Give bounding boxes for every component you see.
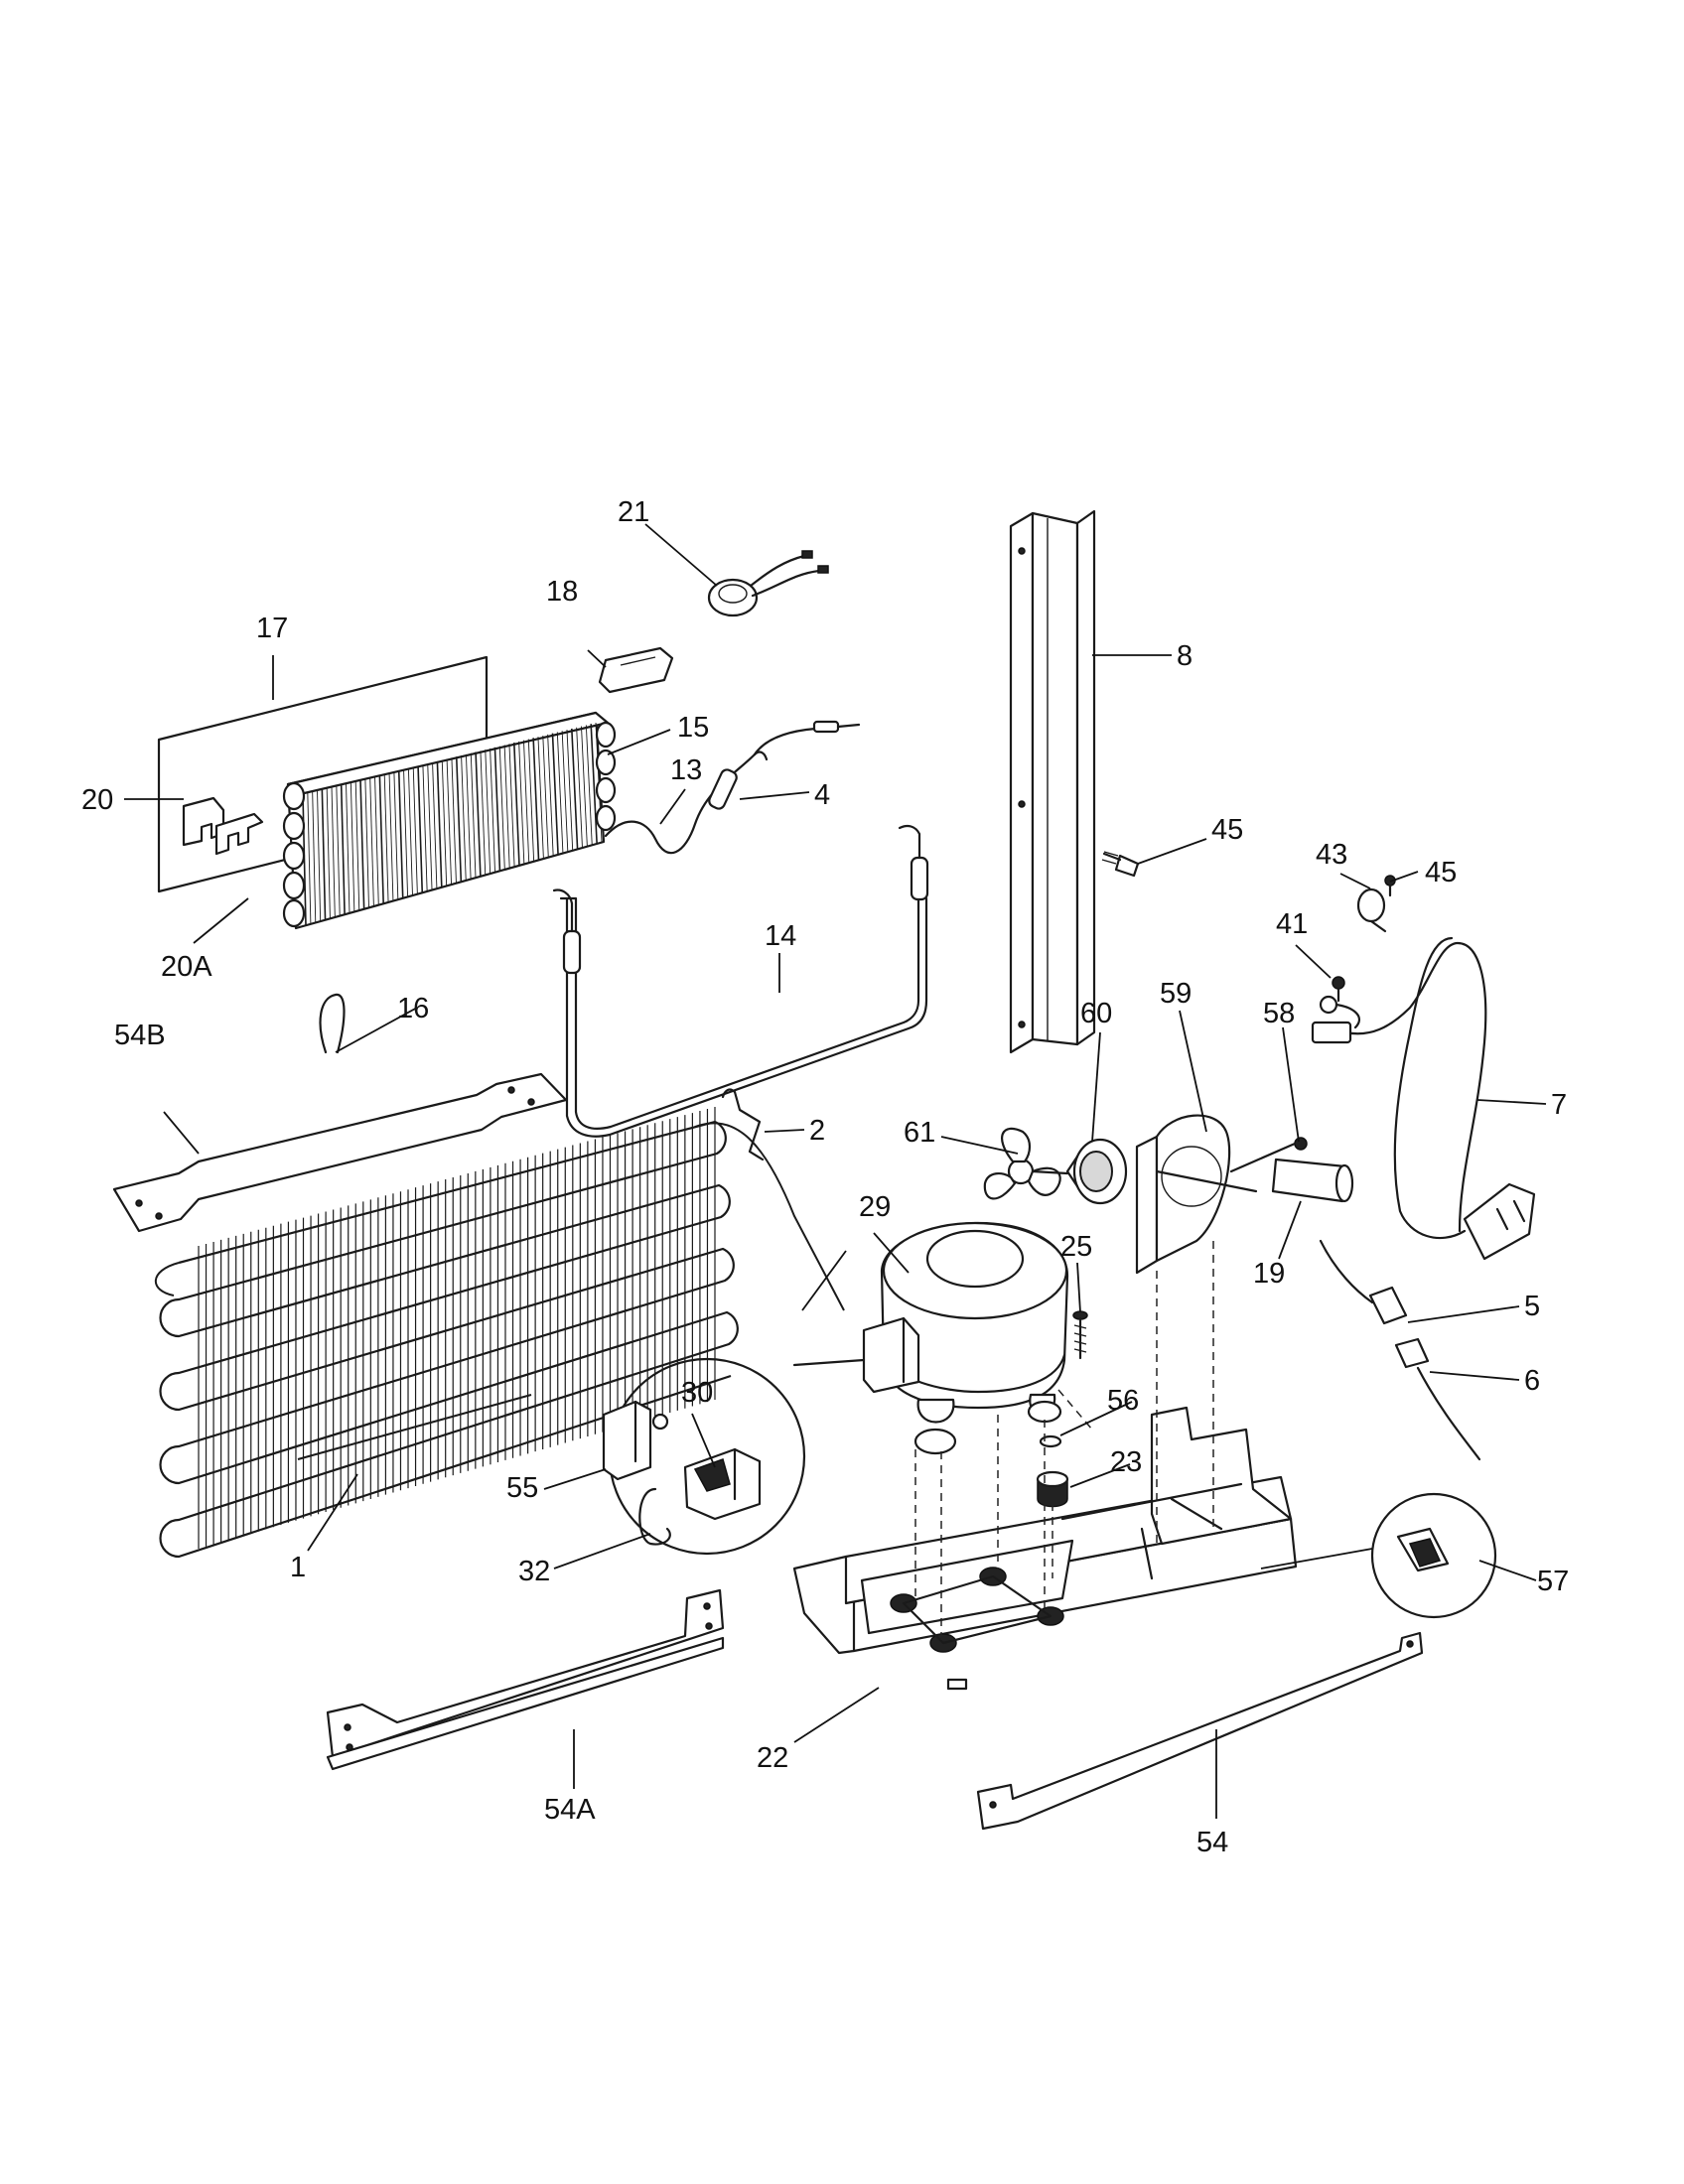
callout-6: 6 <box>1524 1365 1540 1397</box>
power-cord <box>1311 936 1536 1261</box>
callout-32: 32 <box>518 1556 550 1587</box>
base-pan <box>792 1406 1298 1691</box>
callout-8: 8 <box>1177 640 1193 672</box>
callout-41: 41 <box>1276 908 1308 940</box>
callout-55: 55 <box>506 1472 538 1504</box>
harness-connector-male <box>1394 1337 1481 1461</box>
callout-54B: 54B <box>114 1020 166 1051</box>
ground-screw <box>1332 976 1345 1003</box>
callout-1: 1 <box>290 1552 306 1583</box>
callout-20: 20 <box>81 784 113 816</box>
callout-23: 23 <box>1110 1446 1142 1478</box>
evaporator-coil <box>282 711 617 930</box>
callout-54: 54 <box>1196 1827 1228 1858</box>
callout-15: 15 <box>677 712 709 744</box>
evaporator-clip <box>182 796 225 847</box>
callout-19: 19 <box>1253 1258 1285 1290</box>
callout-5: 5 <box>1524 1291 1540 1322</box>
callout-30: 30 <box>681 1377 713 1409</box>
callout-45-lower: 45 <box>1211 814 1243 846</box>
evaporator-clip-small <box>214 812 264 856</box>
tube-clip <box>319 993 346 1054</box>
callout-60: 60 <box>1080 998 1112 1029</box>
callout-7: 7 <box>1551 1089 1567 1121</box>
callout-2: 2 <box>809 1115 825 1147</box>
leveling-leg-detail <box>1260 1492 1497 1619</box>
callout-20A: 20A <box>161 951 212 983</box>
lower-left-brace <box>326 1588 725 1771</box>
callout-58: 58 <box>1263 998 1295 1029</box>
callout-43: 43 <box>1316 839 1347 871</box>
lower-right-brace <box>976 1631 1424 1831</box>
callout-13: 13 <box>670 754 702 786</box>
vertical-channel-bracket <box>1009 509 1096 1054</box>
harness-connector-female <box>1319 1239 1408 1325</box>
callout-56: 56 <box>1107 1385 1139 1417</box>
drain-tube <box>1271 1158 1354 1203</box>
fan-motor-bracket <box>1135 1114 1258 1275</box>
defrost-thermostat <box>707 550 829 617</box>
callout-22: 22 <box>757 1742 788 1774</box>
callout-25: 25 <box>1060 1231 1092 1263</box>
callout-29: 29 <box>859 1191 891 1223</box>
callout-labels: 1 2 4 5 6 7 8 13 14 15 16 17 18 19 20 20… <box>81 496 1569 1858</box>
callout-16: 16 <box>397 993 429 1024</box>
defrost-fuse-harness <box>604 720 861 855</box>
screw-small <box>1384 875 1396 897</box>
leader-lines <box>124 523 1547 1819</box>
callout-4: 4 <box>814 779 830 811</box>
washer <box>1039 1434 1062 1448</box>
callout-17: 17 <box>256 613 288 644</box>
callout-18: 18 <box>546 576 578 608</box>
screw <box>1101 851 1140 878</box>
callout-61: 61 <box>904 1117 935 1149</box>
defrost-heater <box>552 824 929 1138</box>
callout-21: 21 <box>618 496 649 528</box>
callout-57: 57 <box>1537 1566 1569 1597</box>
callout-14: 14 <box>765 920 796 952</box>
callout-59: 59 <box>1160 978 1192 1010</box>
thermostat-bracket <box>598 646 674 694</box>
condenser-coil <box>154 1107 845 1559</box>
relay-overload-detail <box>602 1357 806 1556</box>
condenser-fan-blade <box>983 1127 1069 1200</box>
condenser-fan-motor <box>1065 1138 1128 1205</box>
cord-clamp <box>1356 887 1387 933</box>
compressor <box>792 1221 1069 1455</box>
callout-45-upper: 45 <box>1425 857 1457 888</box>
callout-54A: 54A <box>544 1794 596 1826</box>
mounting-bolt <box>1072 1310 1088 1360</box>
upper-brace <box>112 1072 568 1233</box>
wire-clip <box>721 1088 765 1161</box>
